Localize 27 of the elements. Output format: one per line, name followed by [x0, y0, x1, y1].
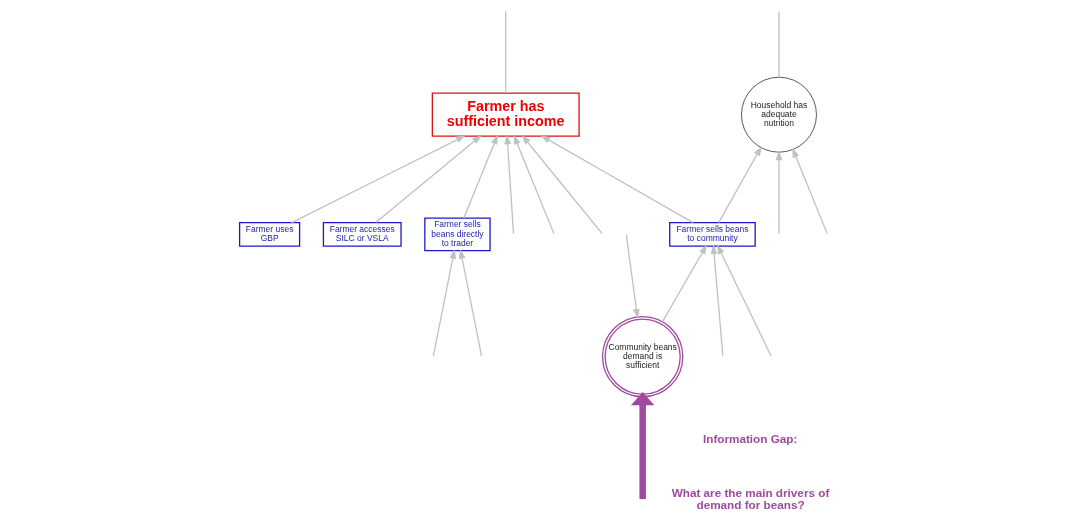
arrow — [521, 134, 603, 235]
arrow — [775, 150, 783, 235]
arrow — [718, 145, 762, 224]
label: Information Gap: — [703, 432, 798, 446]
connector — [778, 10, 780, 78]
arrow — [291, 135, 466, 224]
arrow — [710, 244, 725, 357]
node-box: Farmer sells beans to community — [669, 221, 756, 247]
arrow — [504, 134, 515, 235]
connector — [505, 10, 507, 94]
arrow — [630, 391, 655, 500]
node-circle: Household has adequate nutrition — [741, 76, 817, 153]
arrow — [792, 147, 828, 235]
node-box: Farmer accesses SILC or VSLA — [322, 221, 402, 247]
arrow — [458, 248, 483, 357]
arrow — [540, 135, 694, 224]
node-box: Farmer sells beans directly to trader — [424, 217, 491, 252]
arrow — [432, 248, 457, 357]
node-box: Farmer has sufficient income — [431, 92, 580, 137]
arrow — [463, 134, 498, 219]
arrow — [661, 244, 707, 323]
arrow — [375, 134, 482, 224]
arrow — [625, 234, 640, 319]
arrow — [717, 244, 772, 357]
arrow — [513, 134, 555, 235]
node-box: Farmer uses GBP — [238, 221, 301, 247]
label: What are the main drivers of demand for beans? — [671, 485, 830, 511]
